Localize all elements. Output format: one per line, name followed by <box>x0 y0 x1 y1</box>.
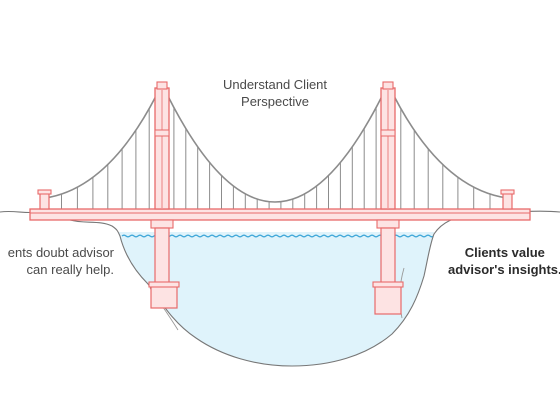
main-cable-center-span <box>161 83 389 203</box>
center-label: Understand Client Perspective <box>0 76 550 110</box>
left-label-line-1: ents doubt advisor <box>7 245 114 260</box>
left-side-label: ents doubt advisor can really help. <box>8 244 114 278</box>
anchor-right-cap <box>500 189 515 195</box>
center-label-line-1: Understand Client <box>222 77 328 92</box>
tower-right <box>372 81 404 315</box>
left-label-line-2: can really help. <box>26 262 114 277</box>
anchor-right <box>502 192 513 210</box>
right-label-line-2: advisor's insights. <box>448 262 560 277</box>
center-label-line-2: Perspective <box>241 94 309 109</box>
tower-left <box>148 81 180 309</box>
right-side-label: Clients value advisor's insights. <box>448 244 560 278</box>
suspender-cables <box>61 107 491 209</box>
anchor-left <box>39 192 50 210</box>
gap-fill <box>118 232 434 366</box>
right-label-line-1: Clients value <box>464 245 545 260</box>
anchor-left-cap <box>37 189 52 195</box>
bridge-deck <box>29 208 531 221</box>
